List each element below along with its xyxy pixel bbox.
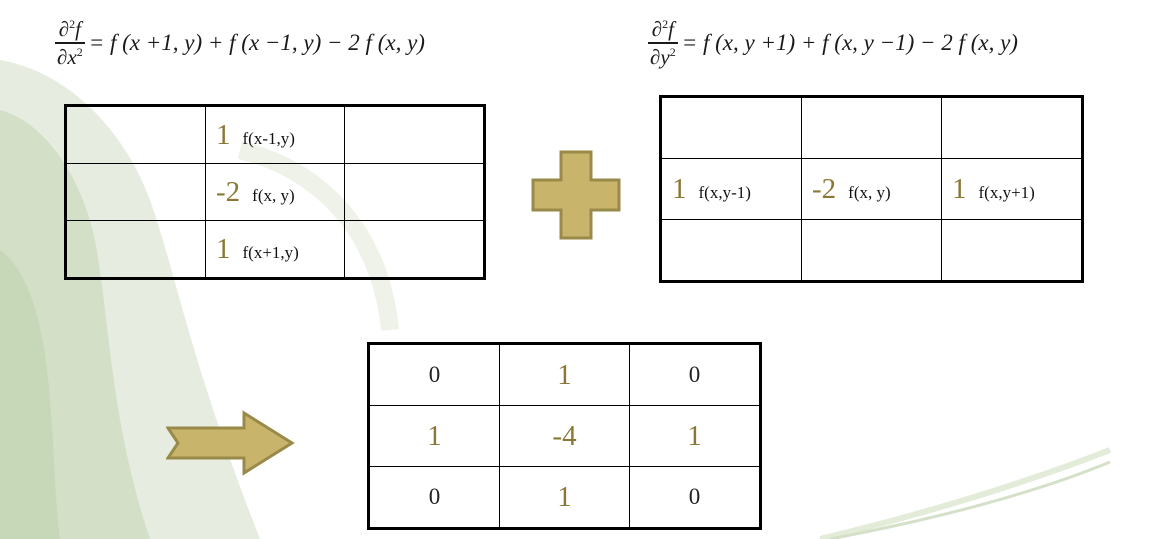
coefficient: 1 bbox=[216, 118, 231, 151]
kernel-table-x: 1 f(x-1,y) -2 f(x, y) 1 f(x+1,y) bbox=[64, 104, 486, 280]
right-arrow-icon bbox=[166, 410, 295, 476]
table-cell bbox=[344, 105, 485, 164]
table-cell bbox=[941, 219, 1083, 282]
function-f: f bbox=[668, 17, 674, 41]
superscript: 2 bbox=[662, 17, 669, 31]
table-cell: 0 bbox=[368, 343, 500, 406]
table-cell bbox=[344, 220, 485, 279]
kernel-value: 1 bbox=[687, 419, 702, 452]
function-term: f(x,y-1) bbox=[698, 182, 751, 202]
table-cell bbox=[65, 163, 206, 221]
table-cell bbox=[941, 96, 1083, 159]
superscript: 2 bbox=[76, 44, 83, 59]
coefficient: -2 bbox=[216, 175, 241, 208]
coefficient: 1 bbox=[672, 172, 687, 205]
superscript: 2 bbox=[69, 17, 76, 31]
table-row bbox=[660, 219, 1083, 282]
table-row: 1 f(x-1,y) bbox=[65, 105, 485, 164]
function-term: f(x, y) bbox=[252, 185, 295, 205]
superscript: 2 bbox=[669, 44, 676, 59]
table-cell: -4 bbox=[499, 405, 630, 467]
table-row: 1 f(x,y-1) -2 f(x, y) 1 f(x,y+1) bbox=[660, 158, 1083, 220]
table-row: 1 f(x+1,y) bbox=[65, 220, 485, 279]
table-cell: 0 bbox=[629, 343, 761, 406]
table-cell: 1 bbox=[499, 466, 630, 529]
fraction-d2f-dy2: ∂2f ∂y2 bbox=[648, 16, 678, 70]
kernel-value: -4 bbox=[552, 419, 577, 452]
table-cell bbox=[660, 219, 802, 282]
table-row: 1 -4 1 bbox=[368, 405, 761, 467]
table-cell bbox=[344, 163, 485, 221]
table-cell bbox=[660, 96, 802, 159]
table-cell: 1 f(x+1,y) bbox=[205, 220, 345, 279]
formula-x-rhs: = f (x +1, y) + f (x −1, y) − 2 f (x, y) bbox=[88, 29, 425, 55]
table-cell: 0 bbox=[368, 466, 500, 529]
partial-y: ∂y bbox=[650, 44, 670, 69]
table-cell: -2 f(x, y) bbox=[801, 158, 942, 220]
table-cell: 1 f(x-1,y) bbox=[205, 105, 345, 164]
partial-x: ∂x bbox=[57, 44, 77, 69]
kernel-value: 0 bbox=[688, 362, 701, 387]
table-row bbox=[660, 96, 1083, 159]
fraction-d2f-dx2: ∂2f ∂x2 bbox=[55, 16, 85, 70]
table-cell: 1 f(x,y+1) bbox=[941, 158, 1083, 220]
formula-y-rhs: = f (x, y +1) + f (x, y −1) − 2 f (x, y) bbox=[681, 29, 1018, 55]
table-cell: 0 bbox=[629, 466, 761, 529]
function-term: f(x,y+1) bbox=[978, 182, 1035, 202]
formula-second-derivative-x: ∂2f ∂x2 = f (x +1, y) + f (x −1, y) − 2 … bbox=[55, 16, 425, 70]
kernel-value: 1 bbox=[427, 419, 442, 452]
formula-second-derivative-y: ∂2f ∂y2 = f (x, y +1) + f (x, y −1) − 2 … bbox=[648, 16, 1018, 70]
kernel-table-y: 1 f(x,y-1) -2 f(x, y) 1 f(x,y+1) bbox=[659, 95, 1084, 283]
kernel-value: 1 bbox=[557, 480, 572, 513]
kernel-value: 0 bbox=[688, 484, 701, 509]
function-term: f(x-1,y) bbox=[242, 128, 295, 148]
coefficient: -2 bbox=[812, 172, 837, 205]
table-cell bbox=[65, 105, 206, 164]
table-cell: 1 f(x,y-1) bbox=[660, 158, 802, 220]
table-cell: -2 f(x, y) bbox=[205, 163, 345, 221]
kernel-value: 0 bbox=[428, 484, 441, 509]
table-cell: 1 bbox=[629, 405, 761, 467]
partial-symbol: ∂ bbox=[651, 17, 663, 41]
table-row: 0 1 0 bbox=[368, 466, 761, 529]
table-cell bbox=[65, 220, 206, 279]
partial-symbol: ∂ bbox=[58, 17, 70, 41]
coefficient: 1 bbox=[952, 172, 967, 205]
function-f: f bbox=[75, 17, 81, 41]
plus-icon bbox=[531, 150, 621, 240]
table-row: 0 1 0 bbox=[368, 343, 761, 406]
table-row: -2 f(x, y) bbox=[65, 163, 485, 221]
function-term: f(x, y) bbox=[848, 182, 891, 202]
kernel-value: 1 bbox=[557, 358, 572, 391]
table-cell bbox=[801, 219, 942, 282]
function-term: f(x+1,y) bbox=[242, 242, 299, 262]
laplacian-kernel-table: 0 1 0 1 -4 1 0 1 0 bbox=[367, 342, 762, 530]
coefficient: 1 bbox=[216, 232, 231, 265]
table-cell: 1 bbox=[499, 343, 630, 406]
table-cell: 1 bbox=[368, 405, 500, 467]
table-cell bbox=[801, 96, 942, 159]
kernel-value: 0 bbox=[428, 362, 441, 387]
